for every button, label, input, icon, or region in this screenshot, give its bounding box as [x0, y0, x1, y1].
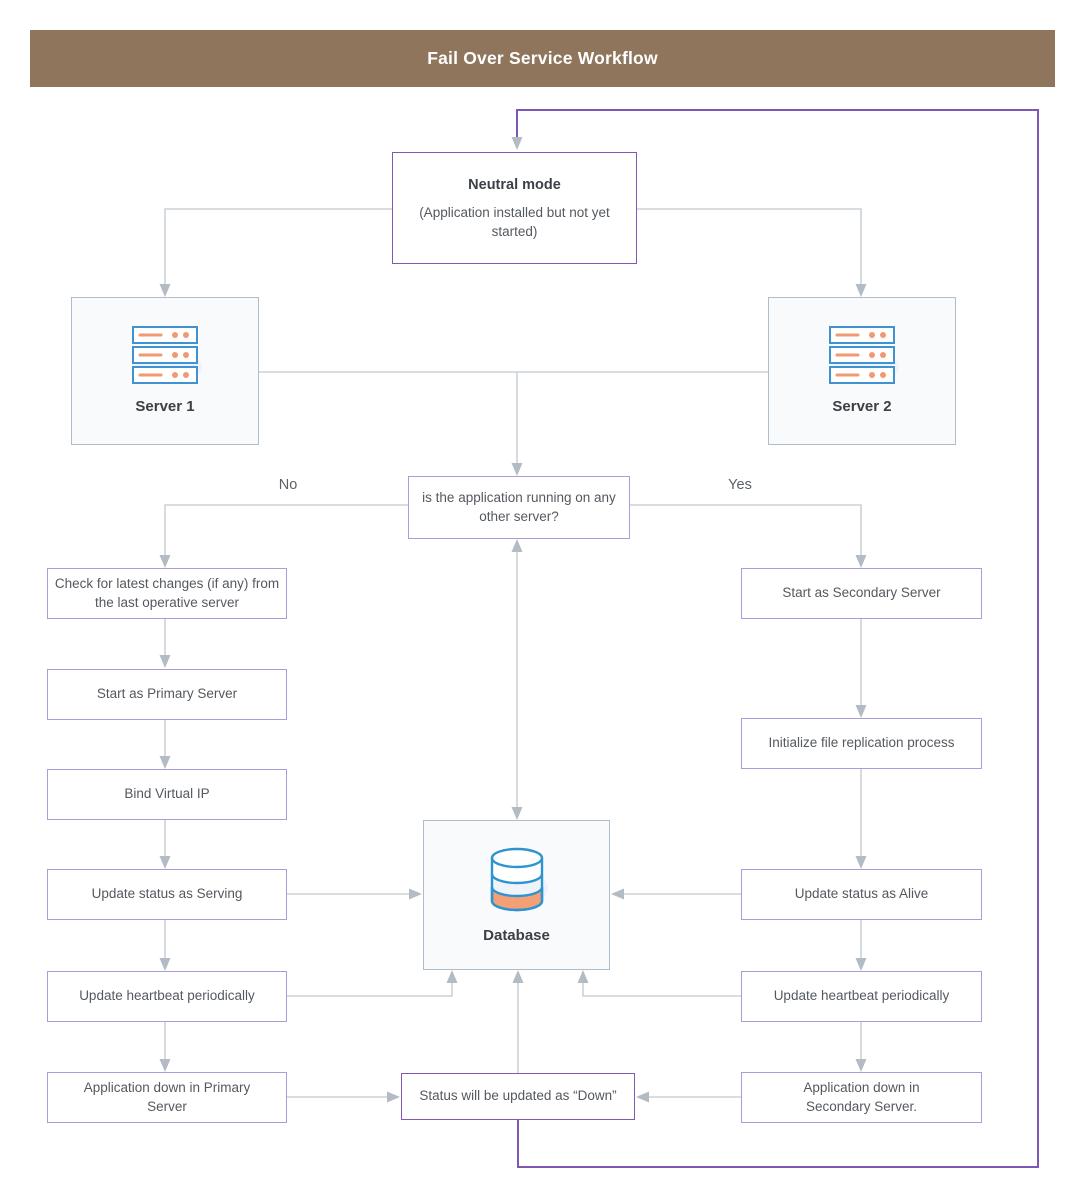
- node-app-down-primary: Application down in Primary Server: [47, 1072, 287, 1123]
- node-label: Initialize file replication process: [768, 735, 955, 751]
- node-server1: Server 1: [71, 297, 259, 445]
- node-label: Update status as Alive: [794, 886, 929, 902]
- node-update-heartbeat-right: Update heartbeat periodically: [741, 971, 982, 1022]
- node-label: Check for latest changes (if any) from t…: [54, 575, 280, 610]
- node-status-down: Status will be updated as “Down”: [401, 1073, 635, 1120]
- node-start-secondary-server: Start as Secondary Server: [741, 568, 982, 619]
- node-app-down-secondary: Application down in Secondary Server.: [741, 1072, 982, 1123]
- node-label: Update status as Serving: [91, 886, 243, 902]
- server-stack-icon: [829, 325, 899, 384]
- node-label: Application down in Primary Server: [83, 1079, 251, 1114]
- database-cylinder-icon: [490, 847, 548, 911]
- node-update-status-serving: Update status as Serving: [47, 869, 287, 920]
- node-initialize-replication: Initialize file replication process: [741, 718, 982, 769]
- branch-label-no: No: [278, 477, 298, 493]
- node-label: Update heartbeat periodically: [79, 988, 255, 1004]
- node-update-status-alive: Update status as Alive: [741, 869, 982, 920]
- node-bind-virtual-ip: Bind Virtual IP: [47, 769, 287, 820]
- node-database: Database: [423, 820, 610, 970]
- node-check-latest-changes: Check for latest changes (if any) from t…: [47, 568, 287, 619]
- node-server2: Server 2: [768, 297, 956, 445]
- node-decision: is the application running on any other …: [408, 476, 630, 539]
- node-label: Start as Secondary Server: [782, 585, 941, 601]
- connector-heartbeat-right-to-database: [577, 970, 741, 997]
- node-start-primary-server: Start as Primary Server: [47, 669, 287, 720]
- node-update-heartbeat-left: Update heartbeat periodically: [47, 971, 287, 1022]
- database-label: Database: [483, 926, 550, 944]
- connector-yes-branch: [630, 504, 867, 568]
- title-banner: Fail Over Service Workflow: [30, 30, 1055, 87]
- node-label: Bind Virtual IP: [124, 786, 210, 802]
- connector-no-branch: [159, 504, 408, 568]
- neutral-mode-title: Neutral mode: [468, 176, 561, 193]
- decision-label: is the application running on any other …: [422, 489, 616, 524]
- node-neutral-mode: Neutral mode (Application installed but …: [392, 152, 637, 264]
- connector-neutral-to-server2: [637, 208, 867, 297]
- page-title: Fail Over Service Workflow: [427, 48, 658, 68]
- node-label: Start as Primary Server: [96, 686, 238, 702]
- connector-neutral-to-server1: [159, 208, 392, 297]
- status-down-label: Status will be updated as “Down”: [419, 1088, 617, 1104]
- branch-label-yes: Yes: [728, 477, 752, 493]
- server-stack-icon: [132, 325, 202, 384]
- connector-heartbeat-left-to-database: [287, 970, 458, 997]
- neutral-mode-subtitle: (Application installed but not yet start…: [419, 204, 610, 239]
- server1-label: Server 1: [135, 397, 195, 415]
- node-label: Update heartbeat periodically: [773, 988, 950, 1004]
- node-label: Application down in Secondary Server.: [803, 1079, 920, 1114]
- server2-label: Server 2: [832, 397, 892, 415]
